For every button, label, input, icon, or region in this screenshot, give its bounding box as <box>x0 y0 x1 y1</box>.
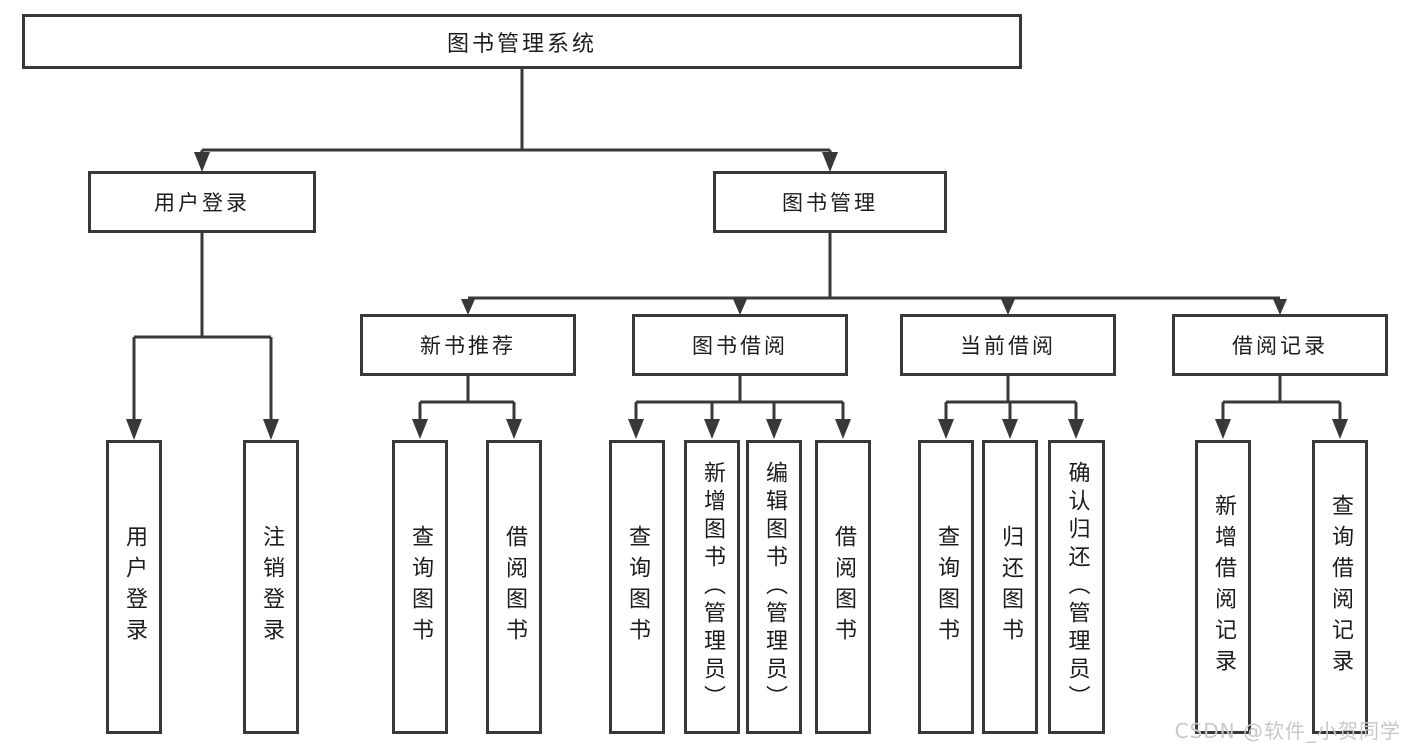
leaf-add-borrow-record: 新增借阅记录 <box>1195 440 1251 734</box>
csdn-watermark: CSDN @软件_小贺同学 <box>1174 719 1401 743</box>
leaf-add-books-admin: 新增图书（管理员） <box>684 440 740 734</box>
node-borrow-records: 借阅记录 <box>1172 314 1388 376</box>
arrowheads <box>126 152 1348 440</box>
leaf-query-books-current: 查询图书 <box>918 440 974 734</box>
node-book-management-branch: 图书管理 <box>713 171 947 233</box>
leaf-query-books-recommend: 查询图书 <box>392 440 448 734</box>
leaf-edit-books-admin: 编辑图书（管理员） <box>746 440 802 734</box>
node-current-borrowing: 当前借阅 <box>900 314 1116 376</box>
leaf-return-books: 归还图书 <box>982 440 1038 734</box>
node-book-borrowing: 图书借阅 <box>632 314 848 376</box>
leaf-logout: 注销登录 <box>243 440 299 734</box>
leaf-confirm-return-admin: 确认归还（管理员） <box>1048 440 1105 734</box>
leaf-borrow-books-recommend: 借阅图书 <box>486 440 542 734</box>
leaf-user-login: 用户登录 <box>106 440 162 734</box>
leaf-borrow-books-borrowing: 借阅图书 <box>815 440 871 734</box>
leaf-query-books-borrowing: 查询图书 <box>609 440 665 734</box>
leaf-query-borrow-record: 查询借阅记录 <box>1312 440 1368 734</box>
node-root-system: 图书管理系统 <box>22 14 1022 69</box>
node-new-book-recommend: 新书推荐 <box>360 314 576 376</box>
node-user-login-branch: 用户登录 <box>88 171 316 233</box>
